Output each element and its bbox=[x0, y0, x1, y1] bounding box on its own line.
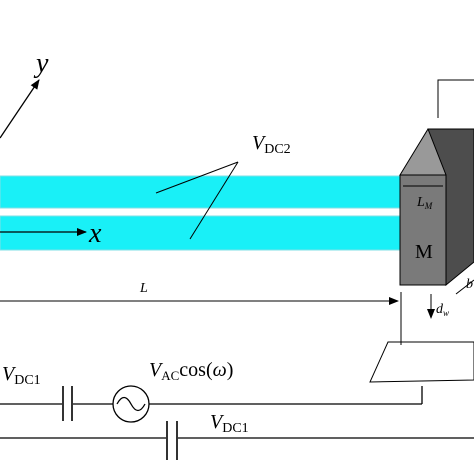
top-right-wire bbox=[437, 79, 474, 118]
vac-label: VACcos(ω) bbox=[149, 359, 233, 383]
y-axis-label: y bbox=[33, 48, 49, 79]
upper-beam bbox=[0, 175, 403, 209]
mass-front-face bbox=[399, 174, 447, 286]
mass-label: M bbox=[415, 241, 433, 263]
gap-annotations: b dw bbox=[427, 277, 474, 319]
y-axis-arrow bbox=[0, 79, 40, 139]
vdc2-annotation: VDC2 bbox=[155, 132, 291, 240]
beam-group bbox=[0, 175, 403, 251]
b-label: b bbox=[466, 277, 473, 292]
lm-label: LM bbox=[416, 195, 433, 211]
excitation-circuit: VDC1 VACcos(ω) bbox=[0, 359, 423, 423]
vdc1-right-label: VDC1 bbox=[210, 411, 249, 436]
length-label: L bbox=[139, 281, 148, 296]
ac-wave-icon bbox=[116, 396, 146, 412]
dw-label: dw bbox=[436, 302, 449, 318]
length-dimension: L bbox=[0, 281, 402, 345]
x-axis-label: x bbox=[88, 218, 102, 249]
bias-circuit: VDC1 bbox=[0, 411, 474, 460]
vdc2-pointer-upper bbox=[155, 161, 239, 194]
electrode-plate bbox=[369, 341, 474, 383]
vdc2-label: VDC2 bbox=[252, 132, 291, 157]
mass-side-face bbox=[427, 128, 474, 287]
b-pointer bbox=[455, 279, 474, 295]
vdc2-pointer-lower bbox=[189, 161, 239, 240]
proof-mass: LM M bbox=[399, 128, 474, 287]
vdc1-left-label: VDC1 bbox=[2, 363, 41, 388]
coordinate-axes: y x bbox=[0, 48, 102, 249]
